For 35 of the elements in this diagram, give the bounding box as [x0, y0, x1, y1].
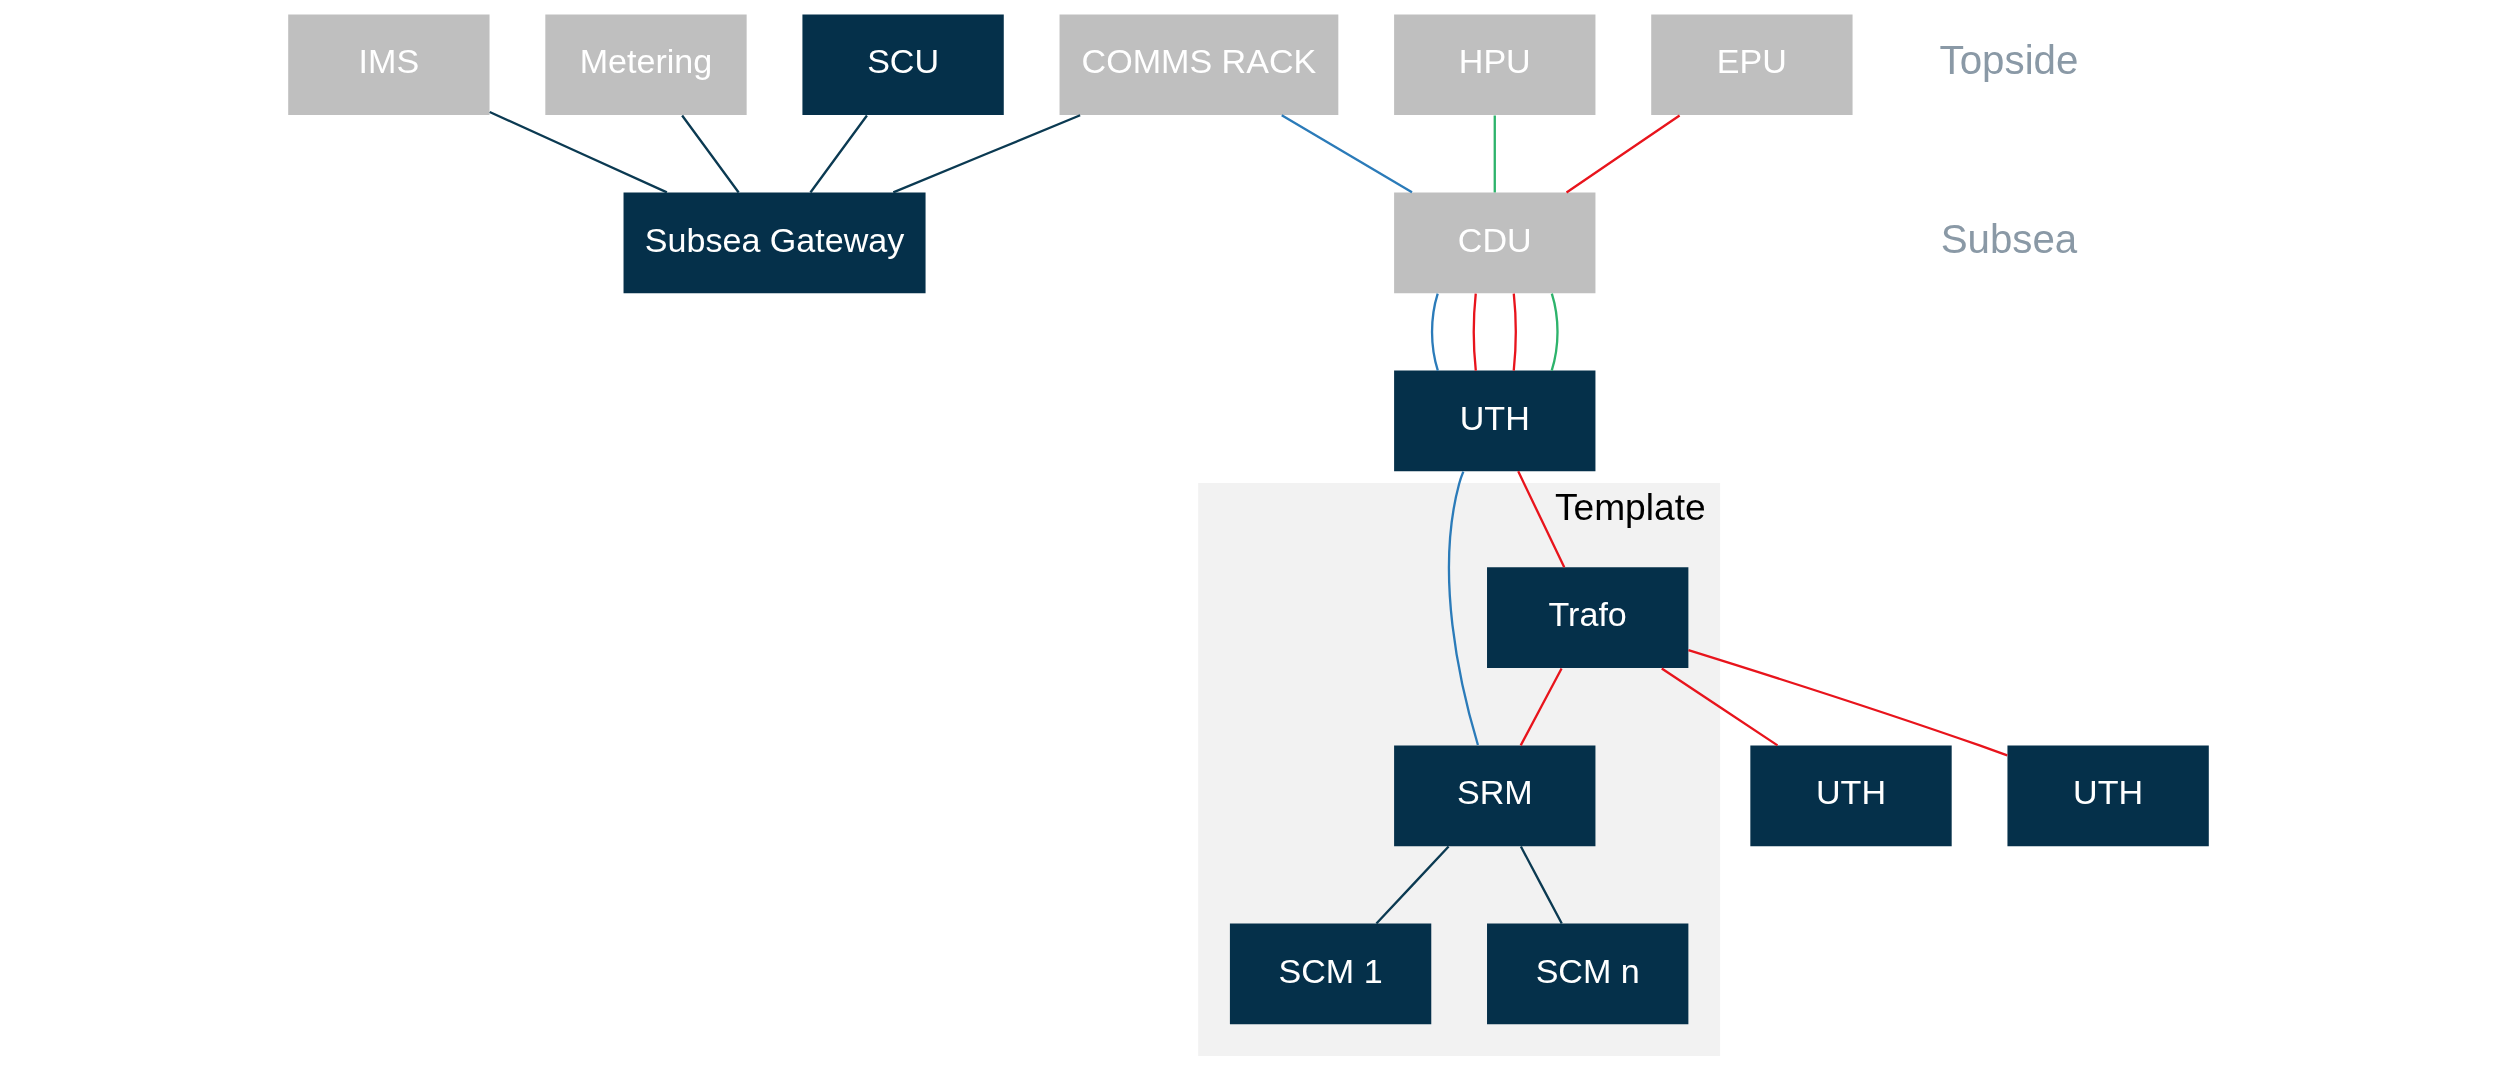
connector	[1661, 667, 1779, 747]
node-box: CDU	[1394, 192, 1596, 294]
node-box: COMMS RACK	[1059, 14, 1339, 116]
node-box: UTH	[2007, 745, 2209, 847]
connector	[1472, 293, 1477, 371]
node-box: SRM	[1394, 745, 1596, 847]
node-box: Trafo	[1487, 567, 1689, 668]
connector	[1447, 471, 1480, 746]
label: Topside	[1939, 38, 2079, 84]
node-box: SCM 1	[1229, 923, 1432, 1025]
connector	[1519, 846, 1563, 925]
connector	[809, 114, 868, 194]
node-box: Subsea Gateway	[623, 192, 926, 294]
connector	[1688, 649, 2008, 757]
node-box: EPU	[1651, 14, 1853, 116]
connector	[1430, 293, 1439, 371]
connector	[1565, 114, 1681, 194]
connector	[1512, 293, 1517, 371]
connector	[1517, 470, 1566, 568]
connector	[1281, 114, 1413, 194]
label: Subsea	[1940, 216, 2078, 262]
node-box: Metering	[545, 14, 747, 116]
node-box: UTH	[1750, 745, 1952, 847]
node-box: SCM n	[1487, 923, 1689, 1025]
connector	[681, 114, 740, 194]
connector	[489, 110, 668, 194]
connector	[1493, 115, 1496, 193]
node-box: HPU	[1394, 14, 1596, 116]
connector	[892, 114, 1081, 194]
node-box: UTH	[1394, 370, 1596, 472]
connector	[1375, 845, 1450, 925]
node-box: IMS	[288, 14, 490, 116]
connector	[1550, 293, 1559, 371]
node-box: SCU	[802, 14, 1004, 116]
connector	[1519, 667, 1563, 746]
